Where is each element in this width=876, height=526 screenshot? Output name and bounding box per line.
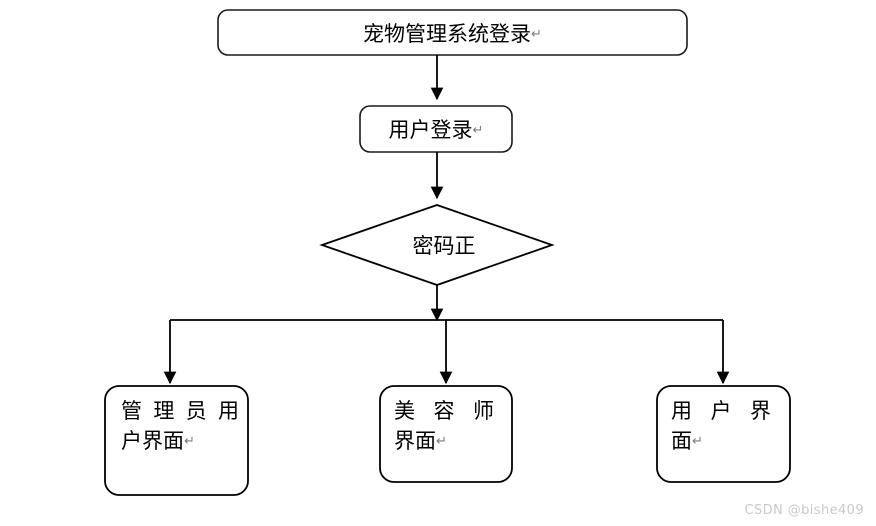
watermark-text: CSDN @bishe409 bbox=[744, 503, 864, 518]
node-user-box[interactable] bbox=[656, 385, 791, 483]
node-groomer-box[interactable] bbox=[379, 385, 513, 483]
node-title-box[interactable] bbox=[217, 9, 688, 56]
node-admin-box[interactable] bbox=[104, 385, 249, 496]
node-decision-diamond[interactable] bbox=[319, 204, 555, 286]
node-login-box[interactable] bbox=[359, 105, 513, 153]
